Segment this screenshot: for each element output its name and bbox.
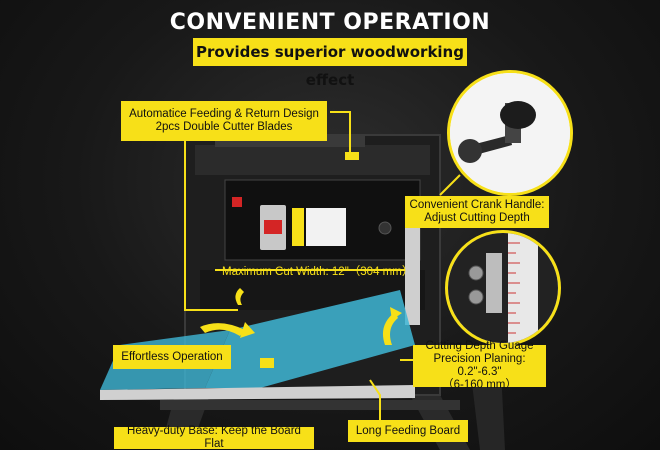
crank-callout-line2: Adjust Cutting Depth — [424, 212, 530, 224]
max-cut-width-label: Maximum Cut Width: 12"（304 mm） — [222, 266, 414, 278]
crank-callout-line1: Convenient Crank Handle: — [409, 199, 545, 211]
crank-callout: Convenient Crank Handle: Adjust Cutting … — [405, 196, 549, 228]
crank-handle-inset — [447, 70, 573, 196]
feeding-callout-line2: 2pcs Double Cutter Blades — [155, 121, 293, 133]
depth-gauge-callout: Cutting Depth Guage Precision Planing: 0… — [413, 340, 546, 391]
crank-handle-icon — [450, 73, 570, 193]
depth-gauge-line3: （6-160 mm） — [442, 379, 517, 391]
feeding-board-callout: Long Feeding Board — [348, 420, 468, 442]
base-callout: Heavy-duty Base: Keep the Board Flat — [114, 425, 314, 450]
feeding-callout-line1: Automatice Feeding & Return Design — [129, 108, 319, 120]
depth-gauge-line2: Precision Planing: 0.2"-6.3" — [433, 353, 526, 378]
effortless-callout: Effortless Operation — [113, 345, 231, 369]
depth-gauge-inset — [445, 230, 561, 346]
page-subtitle: Provides superior woodworking effect — [193, 38, 467, 89]
page-title: CONVENIENT OPERATION — [169, 10, 491, 35]
arrow-icons — [200, 288, 402, 345]
depth-gauge-line1: Cutting Depth Guage — [425, 340, 534, 352]
depth-gauge-icon — [448, 233, 558, 343]
feeding-callout: Automatice Feeding & Return Design 2pcs … — [121, 101, 327, 141]
